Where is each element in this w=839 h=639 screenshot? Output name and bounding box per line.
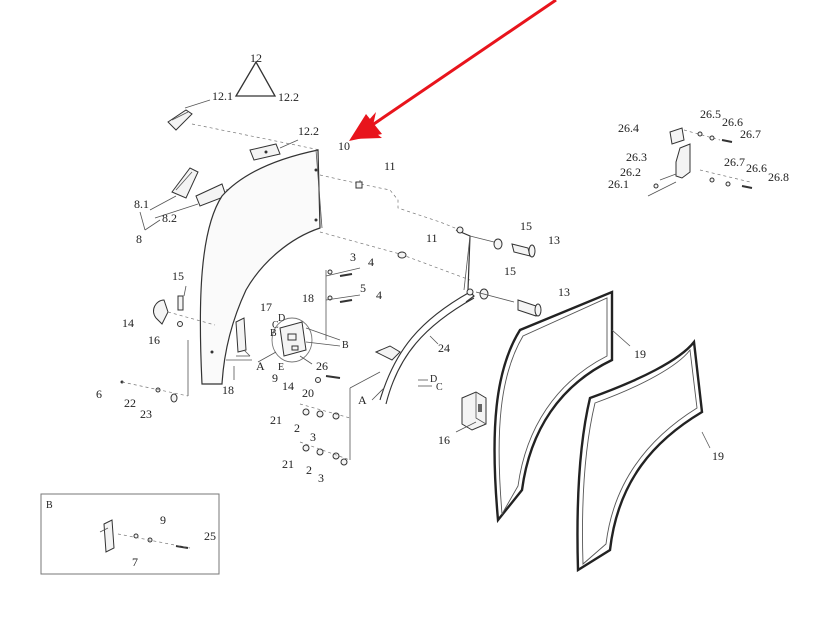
label-20: 20 bbox=[302, 386, 314, 400]
label-d1: D bbox=[278, 313, 285, 324]
label-2b: 2 bbox=[306, 463, 312, 477]
label-26: 26 bbox=[316, 359, 328, 373]
label-26-7b: 26.7 bbox=[724, 155, 745, 169]
door-panel bbox=[199, 149, 323, 385]
label-14a: 14 bbox=[122, 316, 134, 330]
label-16b: 16 bbox=[438, 433, 450, 447]
label-5: 5 bbox=[360, 281, 366, 295]
bracket-12-2 bbox=[249, 139, 299, 161]
label-e: E bbox=[278, 362, 284, 373]
inset-hinge-26 bbox=[647, 127, 753, 197]
label-26-7a: 26.7 bbox=[740, 127, 761, 141]
bolts-13-15 bbox=[469, 235, 542, 317]
label-7: 7 bbox=[132, 555, 138, 569]
label-15c: 15 bbox=[172, 269, 184, 283]
label-19a: 19 bbox=[634, 347, 646, 361]
label-c1: C bbox=[272, 320, 279, 331]
label-12-2a: 12.2 bbox=[278, 90, 299, 104]
label-22: 22 bbox=[124, 396, 136, 410]
lock-housing-16 bbox=[461, 391, 487, 431]
label-17: 17 bbox=[260, 300, 272, 314]
screws-3-4-5 bbox=[325, 267, 361, 340]
label-c2: C bbox=[436, 382, 443, 393]
label-15b: 15 bbox=[504, 264, 516, 278]
label-12-1: 12.1 bbox=[212, 89, 233, 103]
label-21a: 21 bbox=[270, 413, 282, 427]
label-b3: B bbox=[46, 500, 53, 511]
label-13b: 13 bbox=[558, 285, 570, 299]
label-11b: 11 bbox=[426, 231, 438, 245]
red-pointer-arrow bbox=[349, 0, 557, 141]
part-11b bbox=[397, 251, 407, 259]
label-3b: 3 bbox=[310, 430, 316, 444]
label-19b: 19 bbox=[712, 449, 724, 463]
hinge-14 bbox=[153, 285, 216, 327]
label-26-1: 26.1 bbox=[608, 177, 629, 191]
label-11a: 11 bbox=[384, 159, 396, 173]
label-4a: 4 bbox=[368, 255, 374, 269]
label-13a: 13 bbox=[548, 233, 560, 247]
window-glass-19a bbox=[493, 290, 614, 524]
latch-assembly bbox=[226, 317, 341, 363]
label-18b: 18 bbox=[222, 383, 234, 397]
label-3c: 3 bbox=[318, 471, 324, 485]
link-arm-24 bbox=[374, 226, 475, 405]
label-26-2: 26.2 bbox=[620, 165, 641, 179]
label-18a: 18 bbox=[302, 291, 314, 305]
label-8-2: 8.2 bbox=[162, 211, 177, 225]
label-26-4: 26.4 bbox=[618, 121, 639, 135]
label-d2: D bbox=[430, 374, 437, 385]
hinge-12-1 bbox=[167, 99, 321, 151]
label-26-3: 26.3 bbox=[626, 150, 647, 164]
label-b2: B bbox=[342, 340, 349, 351]
triangle-symbol bbox=[234, 60, 277, 97]
inset-box-b bbox=[40, 493, 220, 575]
label-21b: 21 bbox=[282, 457, 294, 471]
label-9a: 9 bbox=[272, 371, 278, 385]
leader-lines bbox=[233, 329, 711, 449]
label-15a: 15 bbox=[520, 219, 532, 233]
label-b1: B bbox=[270, 328, 277, 339]
label-26-6b: 26.6 bbox=[746, 161, 767, 175]
label-4b: 4 bbox=[376, 288, 382, 302]
hinge-8 bbox=[139, 167, 311, 231]
part-11a bbox=[355, 181, 363, 189]
label-25: 25 bbox=[204, 529, 216, 543]
label-26-6a: 26.6 bbox=[722, 115, 743, 129]
label-9b: 9 bbox=[160, 513, 166, 527]
label-8-1: 8.1 bbox=[134, 197, 149, 211]
bolt-column-2-3-21 bbox=[299, 371, 381, 466]
label-a2: A bbox=[358, 393, 367, 407]
label-14b: 14 bbox=[282, 379, 294, 393]
label-8: 8 bbox=[136, 232, 142, 246]
reference-lines bbox=[319, 174, 471, 281]
label-26-5: 26.5 bbox=[700, 107, 721, 121]
label-12-2b: 12.2 bbox=[298, 124, 319, 138]
label-12: 12 bbox=[250, 51, 262, 65]
label-24: 24 bbox=[438, 341, 450, 355]
label-3a: 3 bbox=[350, 250, 356, 264]
label-6: 6 bbox=[96, 387, 102, 401]
part-labels: 12 12.1 12.2 12.2 10 11 11 8.1 8.2 8 15 … bbox=[46, 51, 789, 569]
label-23: 23 bbox=[140, 407, 152, 421]
label-26-8: 26.8 bbox=[768, 170, 789, 184]
label-a1: A bbox=[256, 359, 265, 373]
label-16a: 16 bbox=[148, 333, 160, 347]
label-2a: 2 bbox=[294, 421, 300, 435]
bolt-stack-6-22-23 bbox=[120, 340, 189, 403]
window-glass-19b bbox=[576, 338, 704, 573]
label-10: 10 bbox=[338, 139, 350, 153]
